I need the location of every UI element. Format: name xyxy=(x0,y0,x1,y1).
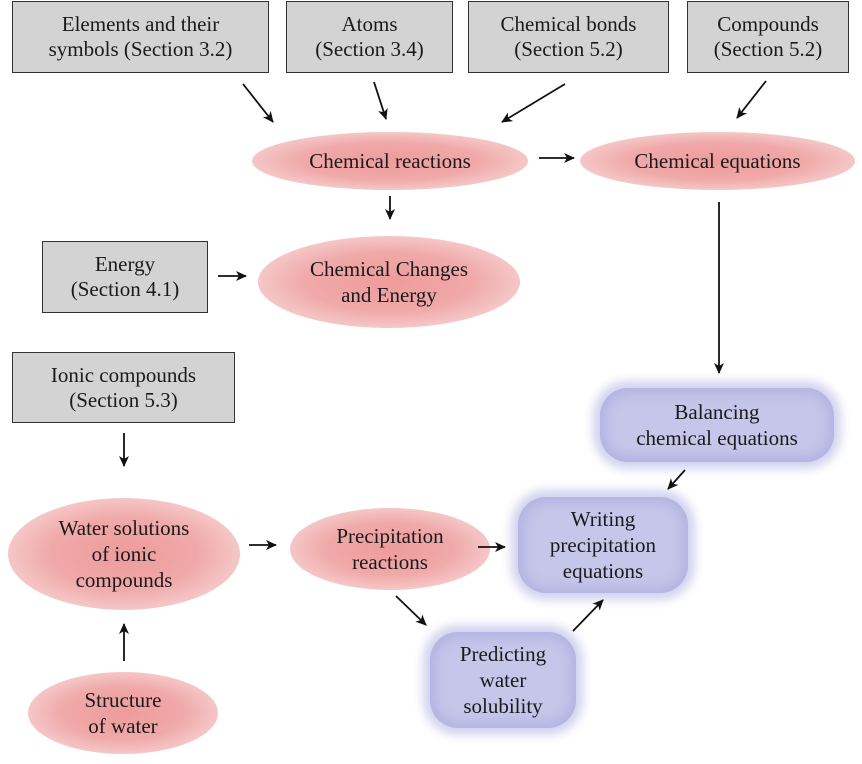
node-line: Chemical Changes xyxy=(309,257,469,281)
node-chemical-equations: Chemical equations xyxy=(580,132,855,190)
node-ionic-compounds: Ionic compounds (Section 5.3) xyxy=(12,352,235,423)
node-atoms: Atoms (Section 3.4) xyxy=(286,1,453,73)
node-line: (Section 5.3) xyxy=(69,387,178,412)
node-balancing-equations: Balancing chemical equations xyxy=(600,388,834,462)
node-line: Predicting xyxy=(459,642,547,666)
node-chemical-reactions: Chemical reactions xyxy=(252,132,528,190)
node-water-solutions: Water solutions of ionic compounds xyxy=(8,498,240,610)
arrow-predicting-to-writing xyxy=(572,599,604,632)
node-line: (Section 5.2) xyxy=(514,37,623,61)
arrow-precipitation-to-predicting xyxy=(395,595,427,626)
node-line: symbols (Section 3.2) xyxy=(48,37,233,61)
node-line: and Energy xyxy=(341,283,437,307)
node-line: chemical equations xyxy=(636,426,798,450)
node-line: Atoms xyxy=(341,12,398,36)
node-line: Structure xyxy=(84,688,162,712)
arrow-atoms-to-reactions xyxy=(373,81,388,120)
node-line: water xyxy=(479,668,527,692)
node-line: solubility xyxy=(463,694,543,718)
node-writing-precipitation-equations: Writing precipitation equations xyxy=(518,497,688,593)
node-predicting-water-solubility: Predicting water solubility xyxy=(430,632,576,728)
arrow-balancing-to-writing xyxy=(667,469,686,490)
node-line: Ionic compounds xyxy=(50,362,197,387)
node-line: precipitation xyxy=(549,533,657,557)
arrow-compounds-to-equations xyxy=(736,80,767,119)
node-elements-and-symbols: Elements and their symbols (Section 3.2) xyxy=(12,1,269,73)
node-chemical-bonds: Chemical bonds (Section 5.2) xyxy=(468,1,669,73)
node-line: Compounds xyxy=(717,12,819,36)
node-precipitation-reactions: Precipitation reactions xyxy=(290,508,490,590)
node-line: Writing xyxy=(570,507,636,531)
node-line: Precipitation xyxy=(336,524,444,548)
node-chemical-changes-and-energy: Chemical Changes and Energy xyxy=(258,236,520,328)
node-line: of ionic xyxy=(91,542,157,566)
node-line: compounds xyxy=(75,568,173,592)
node-line: (Section 5.2) xyxy=(713,37,823,61)
node-line: (Section 4.1) xyxy=(70,277,180,301)
node-line: equations xyxy=(562,559,644,583)
arrow-bonds-to-reactions xyxy=(501,83,566,123)
arrow-elements-to-reactions xyxy=(242,83,274,123)
node-line: Chemical bonds xyxy=(500,12,637,36)
node-energy: Energy (Section 4.1) xyxy=(42,241,208,313)
node-line: Energy xyxy=(94,252,156,276)
node-structure-of-water: Structure of water xyxy=(28,672,218,754)
node-line: reactions xyxy=(352,550,428,574)
node-line: Balancing xyxy=(674,400,760,424)
node-line: of water xyxy=(88,714,158,738)
node-line: (Section 3.4) xyxy=(315,37,424,61)
node-line: Water solutions xyxy=(58,516,190,540)
node-line: Elements and their xyxy=(61,12,220,36)
node-line: Chemical reactions xyxy=(309,149,471,173)
node-line: Chemical equations xyxy=(634,149,801,173)
node-compounds: Compounds (Section 5.2) xyxy=(687,1,849,73)
